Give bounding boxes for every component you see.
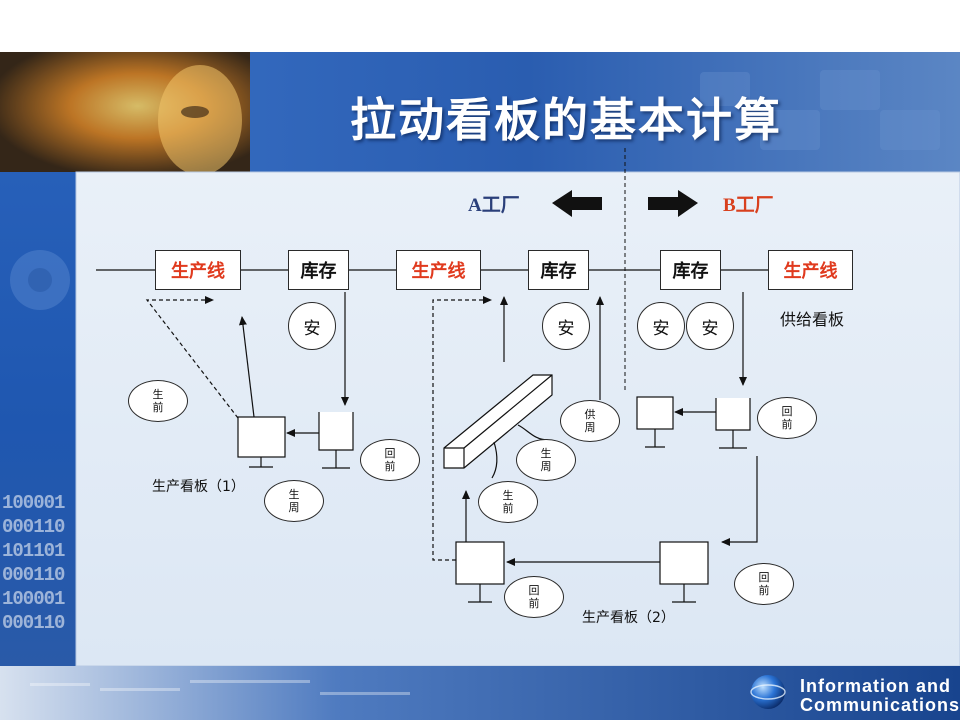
kanban-oval: 回前	[504, 576, 564, 618]
kanban-oval: 回前	[734, 563, 794, 605]
production-kanban-2-label: 生产看板（2）	[582, 610, 675, 626]
kanban-oval: 生周	[264, 480, 324, 522]
brand-line-1: Information and	[800, 676, 951, 696]
globe-icon	[750, 675, 786, 709]
right-block-arrow	[648, 190, 698, 217]
binary-code-row: 000110	[2, 564, 65, 586]
brand-line-2: Communications	[800, 695, 960, 715]
inventory-box: 库存	[660, 250, 721, 290]
kanban-post-4	[455, 541, 505, 585]
safety-stock-circle: 安	[686, 302, 734, 350]
transport-container	[443, 374, 553, 469]
kanban-oval: 生周	[516, 439, 576, 481]
plant-a-label: A工厂	[468, 195, 520, 216]
safety-stock-circle: 安	[288, 302, 336, 350]
kanban-oval: 回前	[360, 439, 420, 481]
collection-bin-1	[318, 412, 354, 451]
production-kanban-1-label: 生产看板（1）	[152, 479, 245, 495]
slide-title: 拉动看板的基本计算	[350, 93, 782, 147]
kanban-oval: 生前	[478, 481, 538, 523]
production-line-box: 生产线	[396, 250, 481, 290]
binary-code-row: 100001	[2, 492, 65, 514]
kanban-oval: 回前	[757, 397, 817, 439]
inventory-box: 库存	[528, 250, 589, 290]
binary-code-row: 000110	[2, 516, 65, 538]
kanban-oval: 生前	[128, 380, 188, 422]
left-block-arrow	[552, 190, 602, 217]
kanban-post-1	[237, 416, 286, 458]
production-line-box: 生产线	[768, 250, 853, 290]
kanban-post-3	[659, 541, 709, 585]
kanban-post-2	[636, 396, 674, 430]
kanban-oval: 供周	[560, 400, 620, 442]
binary-code-row: 100001	[2, 588, 65, 610]
supply-kanban-label: 供给看板	[780, 310, 845, 329]
binary-code-row: 101101	[2, 540, 65, 562]
inventory-box: 库存	[288, 250, 349, 290]
binary-code-row: 000110	[2, 612, 65, 634]
production-line-box: 生产线	[155, 250, 241, 290]
safety-stock-circle: 安	[637, 302, 685, 350]
plant-b-label: B工厂	[723, 195, 774, 216]
safety-stock-circle: 安	[542, 302, 590, 350]
collection-bin-2	[715, 398, 751, 431]
